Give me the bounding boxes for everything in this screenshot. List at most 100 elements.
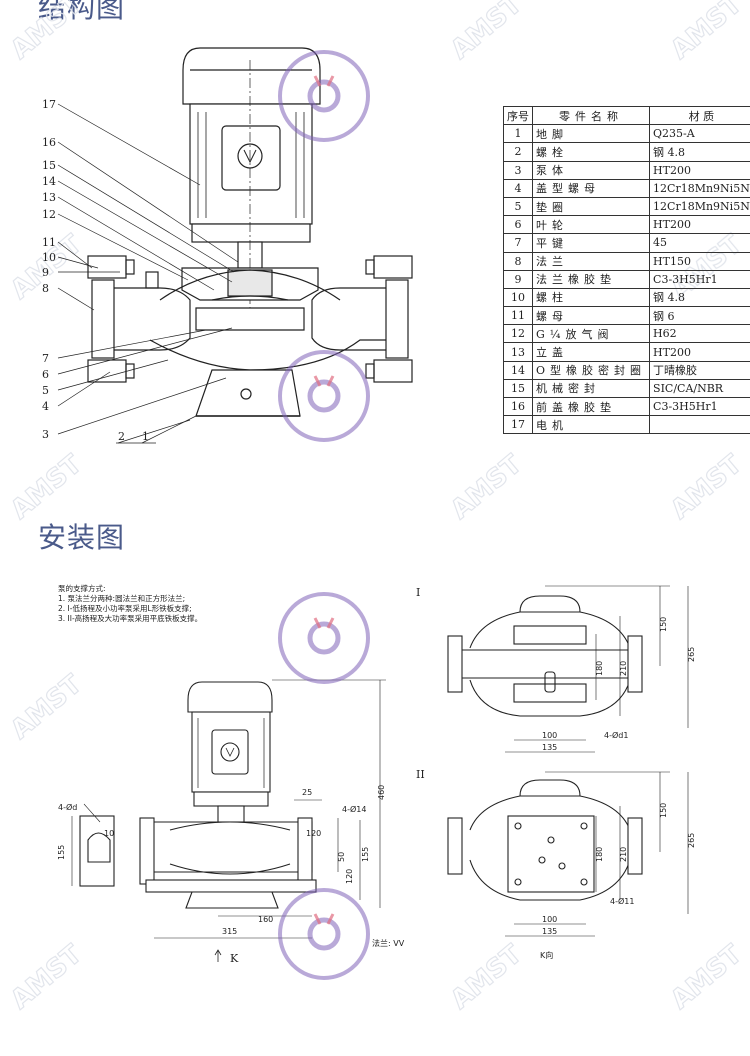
callout-numbers: 17 16 15 14 13 12 11 10 9 8 7 6 5 4 3 2 …: [42, 98, 149, 443]
support-notes: 泵的支撑方式: 1. 泵法兰分两种:圆法兰和正方形法兰; 2. I-低扬程及小功…: [58, 584, 202, 624]
cell-no: 8: [503, 251, 533, 271]
cell-material: HT150: [649, 251, 750, 271]
view-ii-plan: [447, 771, 689, 937]
cell-name: G¼放气阀: [531, 324, 651, 344]
view-ii-dims: II 150 265 180 210 100 135 4-Ø11 K向: [416, 768, 696, 960]
cell-no: 12: [503, 324, 533, 344]
minamoto-seal: [278, 888, 370, 980]
dim-label: 160: [258, 915, 273, 924]
cell-no: 16: [503, 396, 533, 417]
cell-name: 泵体: [531, 160, 651, 180]
callout-label: 3: [42, 428, 49, 441]
cell-material: C3-3H5Hr1: [649, 396, 750, 417]
view-i-plan: [447, 585, 689, 753]
callout-label: 8: [42, 282, 49, 295]
callout-leaders: [57, 103, 239, 444]
dim-label: 135: [542, 927, 557, 936]
cell-name: 法兰橡胶垫: [531, 269, 651, 289]
dim-label: 155: [361, 847, 370, 862]
minamoto-seal: [278, 350, 370, 442]
dim-label: 100: [542, 731, 557, 740]
cell-name: 立盖: [531, 342, 651, 362]
cell-no: 7: [503, 233, 533, 253]
dim-label: 135: [542, 743, 557, 752]
cell-name: 地脚: [531, 124, 651, 144]
callout-label: 7: [42, 352, 49, 365]
callout-label: 1: [142, 430, 149, 443]
wm-logo: AMST: [665, 0, 748, 65]
wm-logo: AMST: [665, 449, 748, 525]
cell-name: O型橡胶密封圈: [531, 360, 651, 380]
cell-material: 12Cr18Mn9Ni5N: [649, 196, 750, 217]
dim-label: 120: [345, 869, 354, 884]
dim-label: 10: [104, 829, 114, 838]
install-title: 安装图: [38, 521, 126, 554]
minamoto-seal: [278, 592, 370, 684]
pump-section-view: [87, 47, 413, 417]
cell-no: 14: [503, 360, 533, 380]
cell-no: 1: [503, 124, 533, 144]
wm-logo: AMST: [5, 0, 88, 65]
install-front-dims: 460 25 4-Ø14 155 120 50 120 160 315 K 法兰…: [57, 785, 405, 965]
cell-material: HT200: [649, 342, 750, 362]
callout-label: 10: [42, 251, 56, 264]
dim-label: 210: [619, 661, 628, 676]
dim-label: 180: [595, 847, 604, 862]
wm-logo: AMST: [445, 449, 528, 525]
view-roman-label: II: [416, 768, 425, 781]
cell-material: HT200: [649, 160, 750, 180]
dim-label: 210: [619, 847, 628, 862]
cell-name: 螺柱: [531, 287, 651, 308]
callout-label: 12: [42, 208, 56, 221]
dim-label: 4-Ød: [58, 802, 77, 812]
callout-label: 4: [42, 400, 49, 413]
cell-no: 13: [503, 342, 533, 362]
cell-material: 钢 4.8: [649, 142, 750, 162]
cell-name: 螺母: [531, 306, 651, 326]
dim-label: 25: [302, 788, 312, 797]
cell-no: 11: [503, 306, 533, 326]
dim-label: 265: [687, 833, 696, 848]
cell-material: 12Cr18Mn9Ni5N: [649, 178, 750, 198]
wm-logo: AMST: [665, 939, 748, 1015]
notes-item: 3. II-高扬程及大功率泵采用平底铁板支撑。: [58, 614, 203, 623]
cell-name: 机械密封: [531, 378, 651, 399]
cell-material: HT200: [649, 215, 750, 235]
cell-no: 6: [503, 215, 533, 235]
dim-label: 150: [659, 803, 668, 818]
dim-label: 100: [542, 915, 557, 924]
header-no: 序号: [503, 105, 533, 126]
cell-no: 4: [503, 178, 533, 198]
cell-no: 15: [503, 378, 533, 399]
view-roman-label: I: [416, 586, 420, 599]
notes-item: 1. 泵法兰分两种:圆法兰和正方形法兰;: [58, 594, 186, 603]
dim-label: 4-Ø14: [342, 804, 366, 814]
cell-material: Q235-A: [649, 124, 750, 144]
cell-no: 9: [503, 269, 533, 289]
cell-no: 2: [503, 142, 533, 162]
cell-material: 钢 4.8: [649, 287, 750, 308]
cell-material: 丁晴橡胶: [649, 360, 750, 380]
cell-name: 电机: [531, 415, 651, 435]
dim-label: 4-Ø11: [610, 896, 634, 906]
flange-note: 法兰: VV: [372, 938, 405, 948]
wm-logo: AMST: [445, 939, 528, 1015]
cell-no: 3: [503, 160, 533, 180]
view-k-caption: K向: [540, 950, 553, 960]
cell-name: 法兰: [531, 251, 651, 271]
dim-label: 150: [659, 617, 668, 632]
cell-name: 叶轮: [531, 215, 651, 235]
